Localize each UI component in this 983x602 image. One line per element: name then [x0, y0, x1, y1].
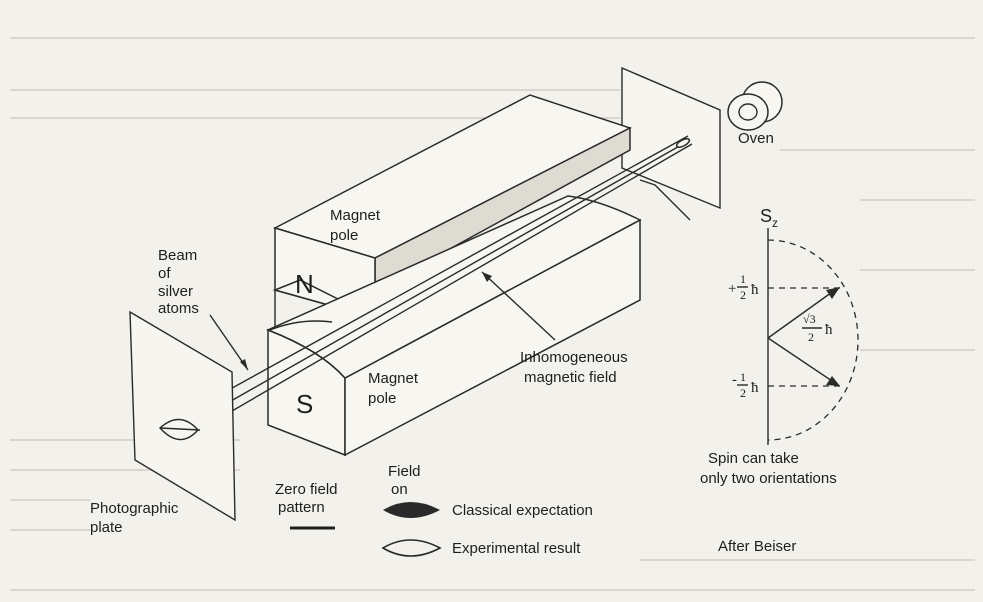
south-pole-label: S [296, 389, 313, 419]
spin-down-arrowhead [826, 376, 840, 386]
root3-denominator: 2 [808, 330, 814, 344]
beam-label: Beam of silver atoms [158, 247, 201, 317]
magnet-pole-top-label: Magnet pole [330, 207, 384, 244]
root3-hbar: ħ [825, 322, 833, 338]
spin-circle-arc [767, 239, 859, 441]
plus-half-denominator: 2 [740, 288, 746, 302]
hollow-lens-icon [381, 539, 442, 557]
experimental-result-label: Experimental result [452, 540, 581, 557]
collimator-plate [621, 66, 721, 210]
zero-field-label: Zero field pattern [275, 481, 342, 516]
spin-down-vector [767, 337, 836, 384]
spin-vector-diagram: Sz + 1 2 ħ - 1 2 ħ √3 2 ħ [728, 206, 859, 445]
plus-sign: + [728, 281, 736, 297]
minus-half-denominator: 2 [740, 386, 746, 400]
classical-expectation-label: Classical expectation [452, 502, 593, 519]
plus-half-hbar: ħ [751, 282, 759, 298]
root3-numerator: √3 [803, 312, 816, 326]
magnet-pole-bottom-label: Magnet pole [368, 370, 422, 407]
beam-arrow [209, 314, 249, 371]
filled-lens-icon [383, 502, 440, 518]
atom-beam [177, 135, 693, 441]
field-arrow [481, 271, 556, 341]
minus-half-hbar: ħ [751, 380, 759, 396]
spin-up-vector [767, 289, 836, 339]
photographic-plate-label: Photographic plate [90, 500, 183, 536]
photographic-plate [129, 310, 236, 522]
field-arrowhead [482, 272, 492, 282]
north-pole-label: N [295, 269, 314, 299]
oven-label: Oven [738, 130, 774, 147]
spin-caption: Spin can take only two orientations [700, 450, 837, 487]
sz-axis-label: Sz [760, 206, 778, 230]
plus-half-numerator: 1 [740, 272, 746, 286]
field-label: Inhomogeneous magnetic field [520, 349, 632, 386]
magnet-south [266, 195, 642, 457]
minus-sign: - [732, 372, 737, 388]
minus-half-numerator: 1 [740, 370, 746, 384]
spin-up-arrowhead [826, 287, 840, 299]
beam-arrowhead [240, 359, 248, 370]
cylinder-oven-icon [727, 81, 783, 131]
field-on-label: Field on [388, 463, 425, 498]
credit-label: After Beiser [718, 538, 796, 555]
background-text-lines [10, 37, 975, 591]
